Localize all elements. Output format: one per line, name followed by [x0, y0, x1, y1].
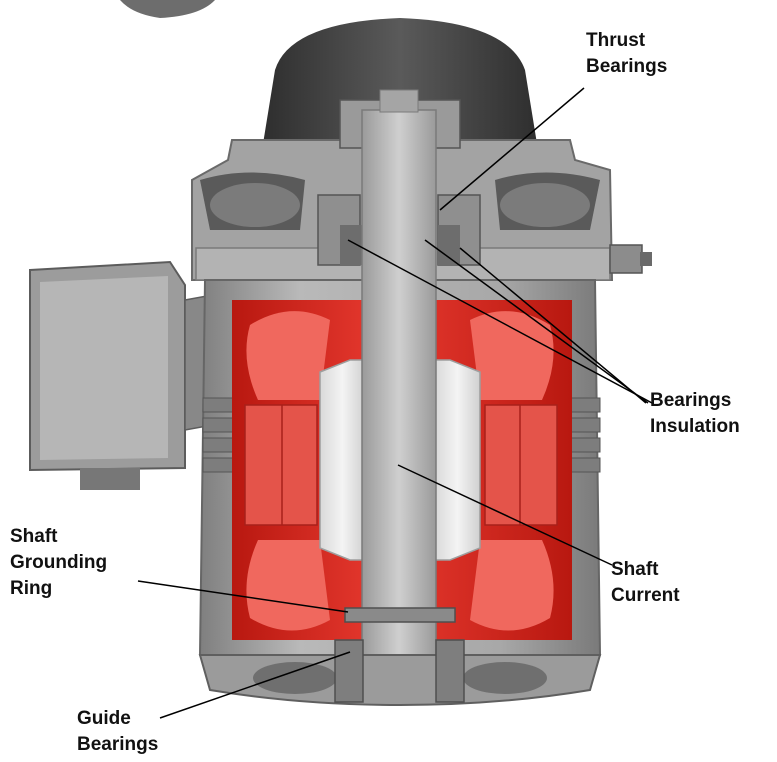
winding-end-turn-upper-left [246, 311, 330, 400]
label-line: Bearings [650, 390, 732, 411]
side-connector-tip [640, 252, 652, 266]
leader-grounding-ring [137, 580, 349, 613]
label-line: Shaft [10, 526, 58, 547]
shaft-grounding-ring [344, 607, 456, 623]
leader-insulation-b [424, 239, 649, 404]
bearing-insulation-right [438, 225, 460, 265]
label-line: Ring [10, 578, 53, 599]
label-line: Shaft [611, 559, 659, 580]
label-line: Guide [77, 708, 131, 729]
guide-bearing-left [334, 639, 364, 703]
winding-end-turn-lower-right [470, 540, 554, 631]
label-shaft-current: Shaft Current [611, 557, 680, 609]
guide-bearing-right [435, 639, 465, 703]
upper-right-seat [500, 183, 590, 227]
lower-right-seat [463, 662, 547, 694]
leader-insulation-c [459, 247, 647, 404]
lower-left-seat [253, 662, 337, 694]
terminal-box-conduit [80, 468, 140, 490]
leader-lines [137, 87, 653, 719]
fan-cover-cap [262, 18, 538, 150]
winding-end-turn-upper-right [470, 311, 554, 400]
label-shaft-grounding-ring: Shaft Grounding Ring [10, 524, 107, 602]
leader-guide-bearings [159, 651, 351, 719]
rotor-left [319, 359, 366, 561]
terminal-box-face [40, 276, 168, 460]
label-line: Insulation [650, 416, 740, 437]
top-cap-fragment [120, 0, 215, 18]
label-line: Grounding [10, 552, 108, 573]
side-connector [609, 244, 643, 274]
shaft-top-cap [379, 89, 419, 113]
rotor-right [434, 359, 481, 561]
label-thrust-bearings: Thrust Bearings [586, 28, 667, 80]
leader-shaft-current [397, 464, 613, 566]
label-bearings-insulation: Bearings Insulation [650, 388, 740, 440]
stator-core-right [484, 404, 558, 526]
label-guide-bearings: Guide Bearings [77, 706, 158, 758]
leader-insulation-a [347, 239, 653, 404]
winding-end-turn-lower-left [246, 540, 330, 631]
label-line: Thrust [586, 30, 646, 51]
label-line: Bearings [77, 734, 159, 755]
bearing-insulation-left [340, 225, 362, 265]
label-line: Current [611, 585, 680, 606]
label-line: Bearings [586, 56, 668, 77]
upper-left-seat [210, 183, 300, 227]
stator-core-left [244, 404, 318, 526]
leader-thrust-bearings [439, 87, 585, 211]
